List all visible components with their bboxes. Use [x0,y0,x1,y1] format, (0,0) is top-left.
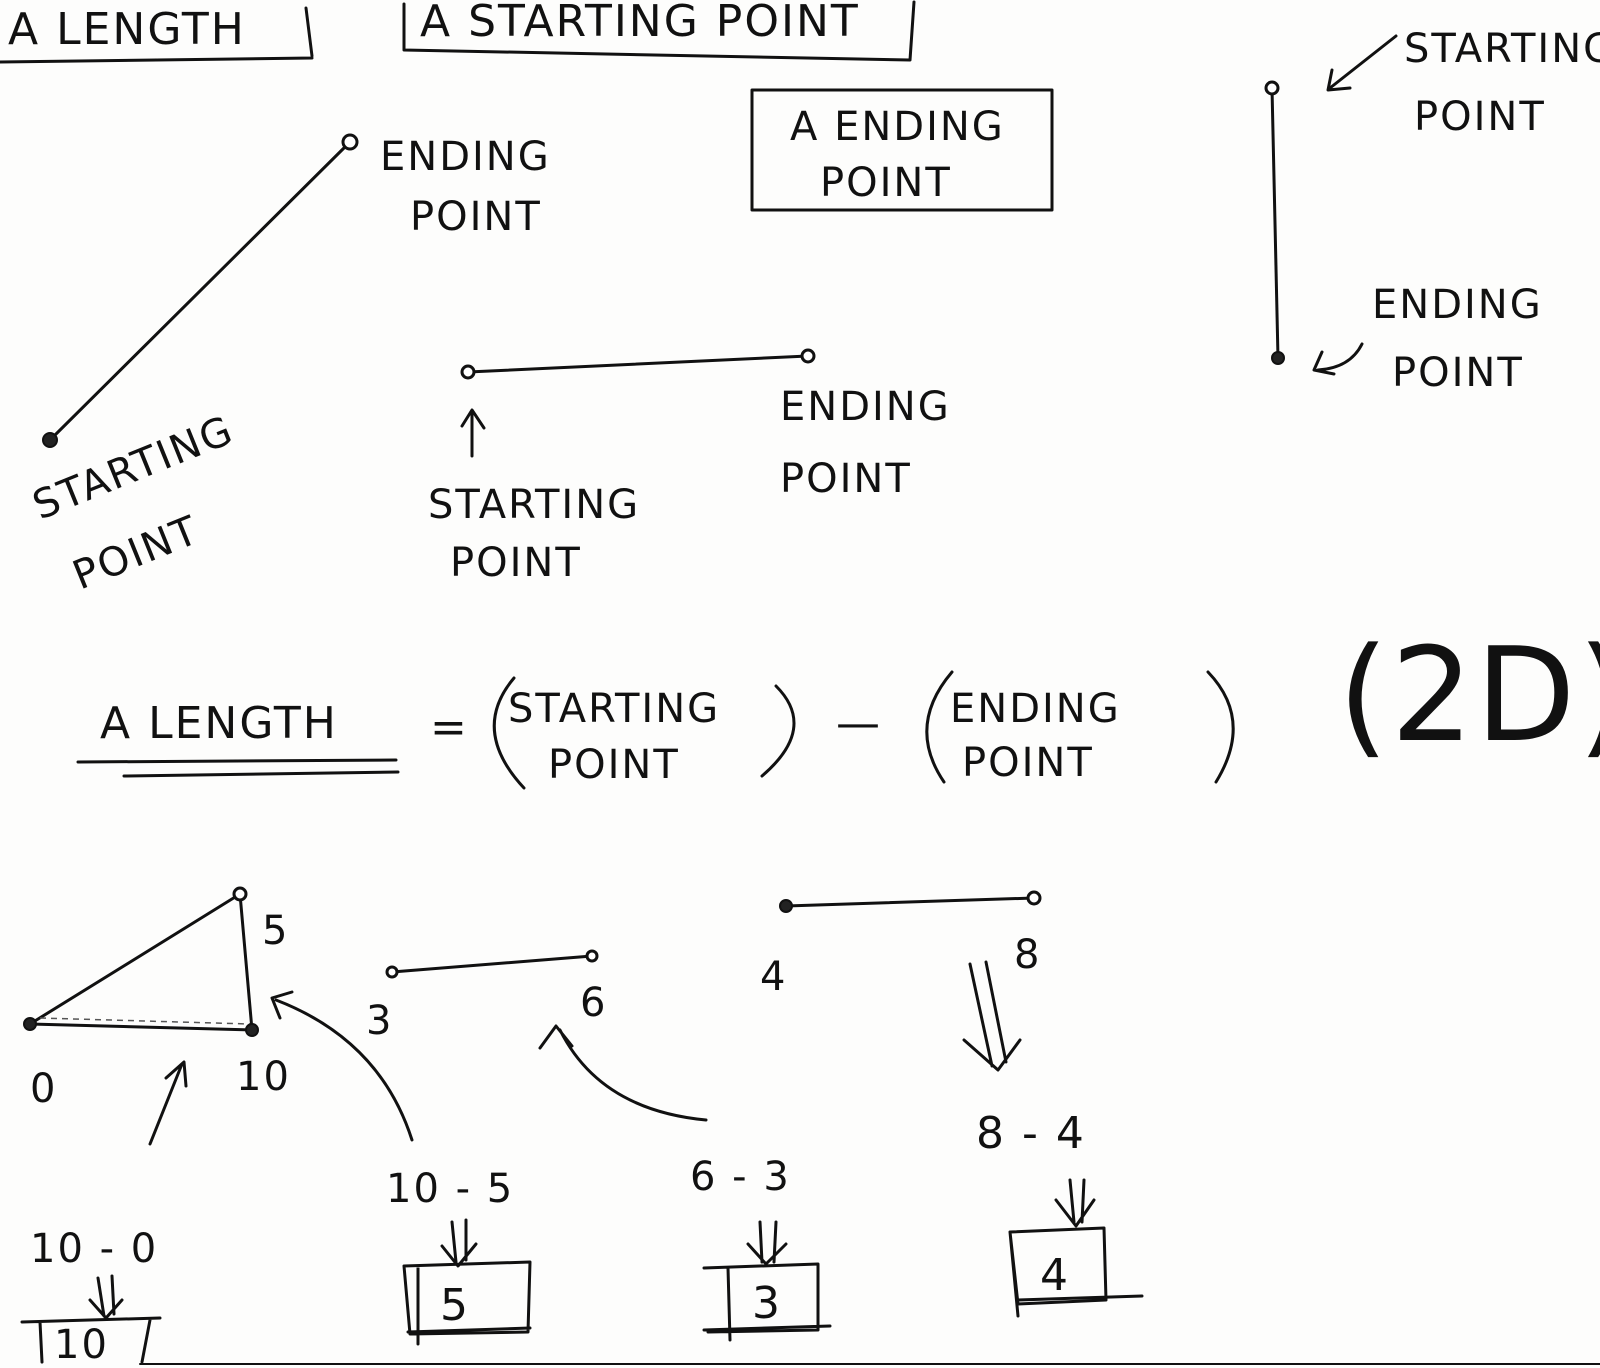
seg36-start-point [385,965,399,979]
vertical-line [1270,86,1280,360]
header-a-length-box [0,6,314,64]
formula-dimension: (2D) [1338,619,1600,771]
triangle-calc-a: 10 - 0 [30,1226,158,1272]
diagonal-end-label-1: ENDING [380,134,551,180]
triangle-hypotenuse [28,892,242,1026]
vertical-start-label-1: STARTING [1404,26,1600,72]
header-a-ending-point-line2: POINT [820,160,952,206]
horizontal-segment: STARTING POINT ENDING POINT [428,348,951,586]
triangle-result-a-box [20,1316,162,1364]
horizontal-start-label-1: STARTING [428,482,640,528]
example-segment-4-8: 4 8 8 - 4 4 [760,890,1144,1318]
triangle-calc-b: 10 - 5 [386,1166,514,1212]
formula-lhs-underline [76,758,400,778]
example-triangle: 5 0 10 10 - 0 10 10 - 5 5 [20,886,532,1368]
diagonal-start-point [42,432,58,448]
diagonal-start-label-1: STARTING [27,407,241,529]
seg48-line [784,896,1036,908]
seg48-start-label: 4 [760,954,787,1000]
formula-term1-open-paren [492,676,526,790]
header-a-starting-point-box [402,0,916,62]
triangle-base-dashed [39,1017,251,1025]
formula-lhs: A LENGTH [100,698,338,749]
triangle-height [238,892,254,1032]
diagonal-end-point [341,133,359,151]
seg36-end-label: 6 [580,980,607,1026]
vertical-start-label-2: POINT [1414,94,1546,140]
formula-term2-line1: ENDING [950,686,1121,732]
formula-equals: = [430,702,469,753]
seg36-line [390,954,594,974]
triangle-base-arrow [148,1060,188,1146]
seg48-end-label: 8 [1014,932,1041,978]
formula-term2-open-paren [925,670,954,784]
triangle-point-0 [23,1017,37,1031]
triangle-result-b-box [402,1260,532,1346]
horizontal-start-point [460,364,476,380]
example-segment-3-6: 3 6 6 - 3 3 [366,949,832,1342]
vertical-end-point [1271,351,1285,365]
triangle-height-arrow [270,990,414,1142]
vertical-segment: STARTING POINT ENDING POINT [1264,26,1600,396]
seg48-result: 4 [1040,1250,1070,1301]
header-a-starting-point: A STARTING POINT [402,0,916,62]
seg48-calc: 8 - 4 [976,1108,1086,1159]
formula-minus: — [836,698,882,749]
triangle-point-top [232,886,248,902]
vertical-end-arrow [1312,342,1364,376]
seg36-result-box [702,1262,832,1342]
header-a-ending-point-line1: A ENDING [790,104,1005,150]
vertical-end-label-2: POINT [1392,350,1524,396]
triangle-calc-a-arrow [88,1274,124,1320]
formula-term1-line1: STARTING [508,686,720,732]
vertical-start-point [1264,80,1280,96]
header-a-ending-point: A ENDING POINT [750,88,1054,212]
seg48-result-box [1008,1226,1144,1318]
seg36-start-label: 3 [366,998,393,1044]
seg36-calc-arrow [746,1220,788,1266]
header-a-length-text: A LENGTH [8,4,246,55]
horizontal-end-label-2: POINT [780,456,912,502]
triangle-height-label: 5 [262,908,289,954]
seg36-end-point [585,949,599,963]
formula-term1-line2: POINT [548,742,680,788]
vertical-end-label-1: ENDING [1372,282,1543,328]
formula-term1-close-paren [760,684,796,778]
diagonal-end-label-2: POINT [410,194,542,240]
horizontal-line [466,354,810,374]
seg48-calc-arrow [1054,1178,1096,1228]
header-a-starting-point-text: A STARTING POINT [420,0,860,47]
triangle-base [28,1022,256,1032]
seg48-start-point [779,899,793,913]
triangle-calc-b-arrow [440,1218,478,1268]
formula-term2-close-paren [1206,670,1235,784]
seg48-end-point [1026,890,1042,906]
formula-term2-line2: POINT [962,740,1094,786]
triangle-right-label: 10 [236,1054,291,1100]
diagonal-line [48,140,352,442]
horizontal-end-label-1: ENDING [780,384,951,430]
horizontal-end-point [800,348,816,364]
header-a-length: A LENGTH [0,4,314,64]
seg36-arrow [538,1024,708,1122]
seg48-arrow [962,960,1022,1072]
triangle-left-label: 0 [30,1066,57,1112]
horizontal-start-label-2: POINT [450,540,582,586]
seg36-calc: 6 - 3 [690,1154,791,1200]
formula: A LENGTH = STARTING POINT — ENDING POINT… [76,619,1600,790]
seg36-result: 3 [752,1278,782,1329]
triangle-point-10 [245,1023,259,1037]
triangle-result-b: 5 [440,1280,470,1331]
diagonal-start-label-2: POINT [67,507,206,599]
vertical-start-arrow [1326,34,1398,92]
header-a-ending-point-box [750,88,1054,212]
triangle-result-a: 10 [54,1322,109,1368]
horizontal-start-arrow [460,408,486,458]
